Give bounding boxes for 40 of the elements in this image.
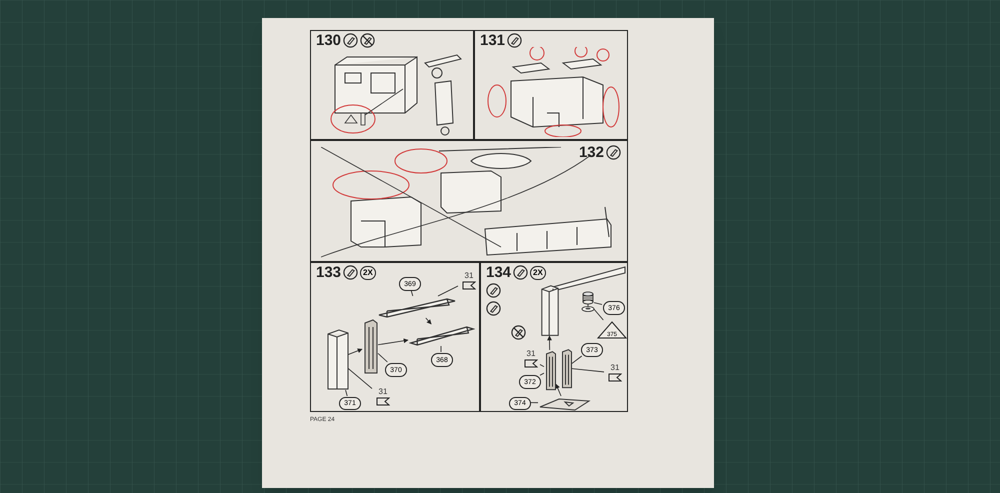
leader-line — [540, 372, 544, 376]
leader-line — [594, 308, 604, 320]
leader-line — [348, 368, 372, 389]
quantity-badge: 2X — [530, 266, 546, 280]
flag-number: 31 — [464, 271, 474, 281]
flag-number: 31 — [526, 349, 536, 359]
leader-line — [440, 346, 442, 352]
step-number: 134 — [486, 265, 512, 280]
knob-drawing — [581, 291, 595, 313]
assembly-arrow — [547, 336, 552, 350]
flag-number: 31 — [610, 363, 620, 373]
leader-line — [572, 356, 582, 364]
beam-drawing — [409, 325, 475, 347]
step-panel — [474, 30, 628, 140]
leader-line — [378, 352, 388, 362]
step-panel — [310, 262, 480, 412]
leader-line — [594, 302, 602, 305]
beam-drawing — [377, 297, 457, 319]
step-number: 130 — [316, 33, 342, 48]
assembly-arrow — [555, 384, 562, 396]
quantity-badge: 2X — [360, 266, 376, 280]
post-drawing — [561, 349, 573, 389]
assembly-arrow — [348, 348, 362, 356]
assembly-arrow — [425, 318, 432, 324]
column-drawing — [327, 329, 349, 391]
leader-line — [345, 390, 348, 396]
flag-number: 31 — [378, 387, 388, 397]
step-panel — [480, 262, 628, 412]
post-drawing — [545, 351, 557, 391]
column-drawing — [541, 285, 559, 337]
step-panel — [310, 30, 474, 140]
step-number: 131 — [480, 33, 506, 48]
post-drawing — [363, 319, 379, 375]
assembly-arrow — [378, 338, 408, 346]
base-drawing — [539, 397, 591, 411]
leader-line — [572, 368, 604, 372]
step-number: 132 — [578, 145, 604, 160]
leader-line — [438, 286, 458, 296]
leader-line — [540, 364, 544, 368]
step-number: 133 — [316, 265, 342, 280]
